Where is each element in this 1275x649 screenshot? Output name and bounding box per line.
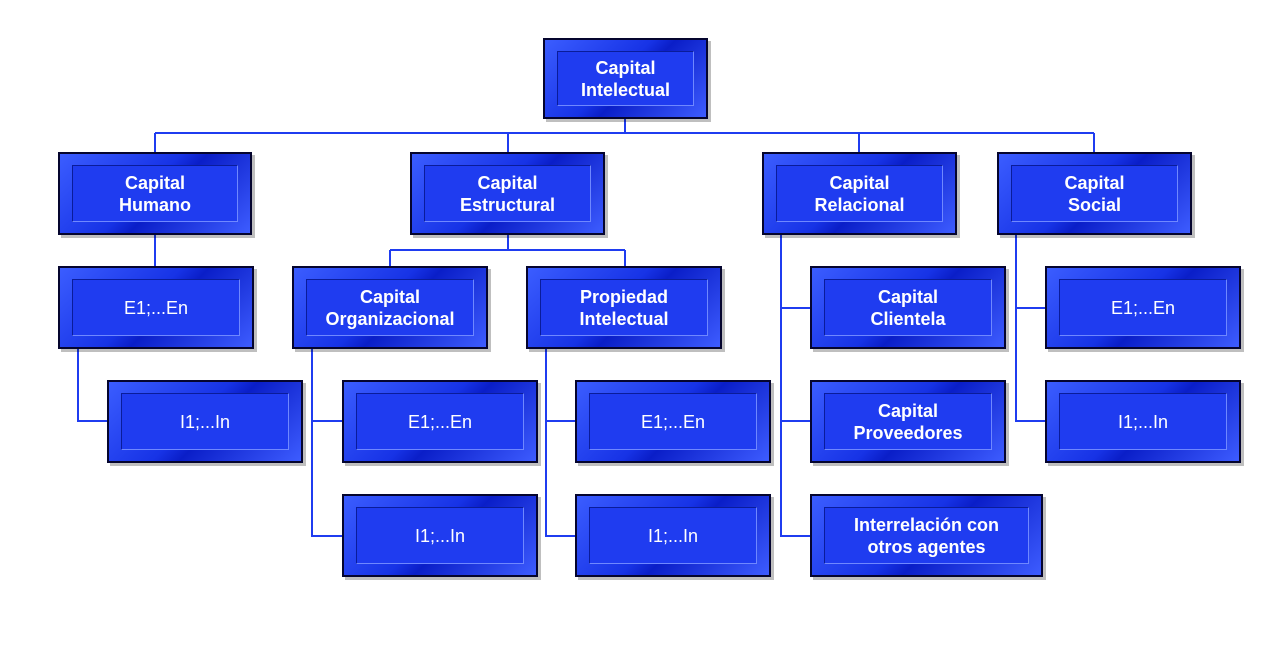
node-label: Interrelación con otros agentes (853, 514, 1000, 557)
node-label: E1;...En (640, 411, 706, 432)
node-label: Capital Clientela (870, 286, 946, 329)
node-label: Capital Estructural (459, 172, 556, 215)
connector (77, 348, 107, 422)
node-label: Capital Intelectual (580, 57, 671, 100)
node-capital-social: Capital Social (997, 152, 1192, 235)
node-label: Propiedad Intelectual (579, 286, 669, 329)
connector (780, 234, 810, 537)
connector (311, 348, 342, 537)
node-interrelacion-otros-agentes: Interrelación con otros agentes (810, 494, 1043, 577)
node-capital-humano: Capital Humano (58, 152, 252, 235)
node-label: Capital Proveedores (853, 400, 963, 443)
node-propiedad-i: I1;...In (575, 494, 771, 577)
node-social-i: I1;...In (1045, 380, 1241, 463)
node-humano-i: I1;...In (107, 380, 303, 463)
node-capital-estructural: Capital Estructural (410, 152, 605, 235)
node-label: E1;...En (123, 297, 189, 318)
node-capital-relacional: Capital Relacional (762, 152, 957, 235)
node-label: Capital Social (1064, 172, 1125, 215)
connector (545, 348, 575, 537)
node-capital-organizacional: Capital Organizacional (292, 266, 488, 349)
node-label: I1;...In (647, 525, 699, 546)
connector (1015, 234, 1045, 422)
node-organizacional-i: I1;...In (342, 494, 538, 577)
node-capital-clientela: Capital Clientela (810, 266, 1006, 349)
node-organizacional-e: E1;...En (342, 380, 538, 463)
node-propiedad-intelectual: Propiedad Intelectual (526, 266, 722, 349)
node-social-e: E1;...En (1045, 266, 1241, 349)
node-label: Capital Organizacional (325, 286, 455, 329)
node-humano-e: E1;...En (58, 266, 254, 349)
node-label: E1;...En (407, 411, 473, 432)
node-label: I1;...In (1117, 411, 1169, 432)
node-label: E1;...En (1110, 297, 1176, 318)
node-label: I1;...In (414, 525, 466, 546)
node-label: Capital Humano (119, 172, 191, 215)
node-label: Capital Relacional (814, 172, 905, 215)
node-capital-proveedores: Capital Proveedores (810, 380, 1006, 463)
node-propiedad-e: E1;...En (575, 380, 771, 463)
node-label: I1;...In (179, 411, 231, 432)
node-capital-intelectual: Capital Intelectual (543, 38, 708, 119)
